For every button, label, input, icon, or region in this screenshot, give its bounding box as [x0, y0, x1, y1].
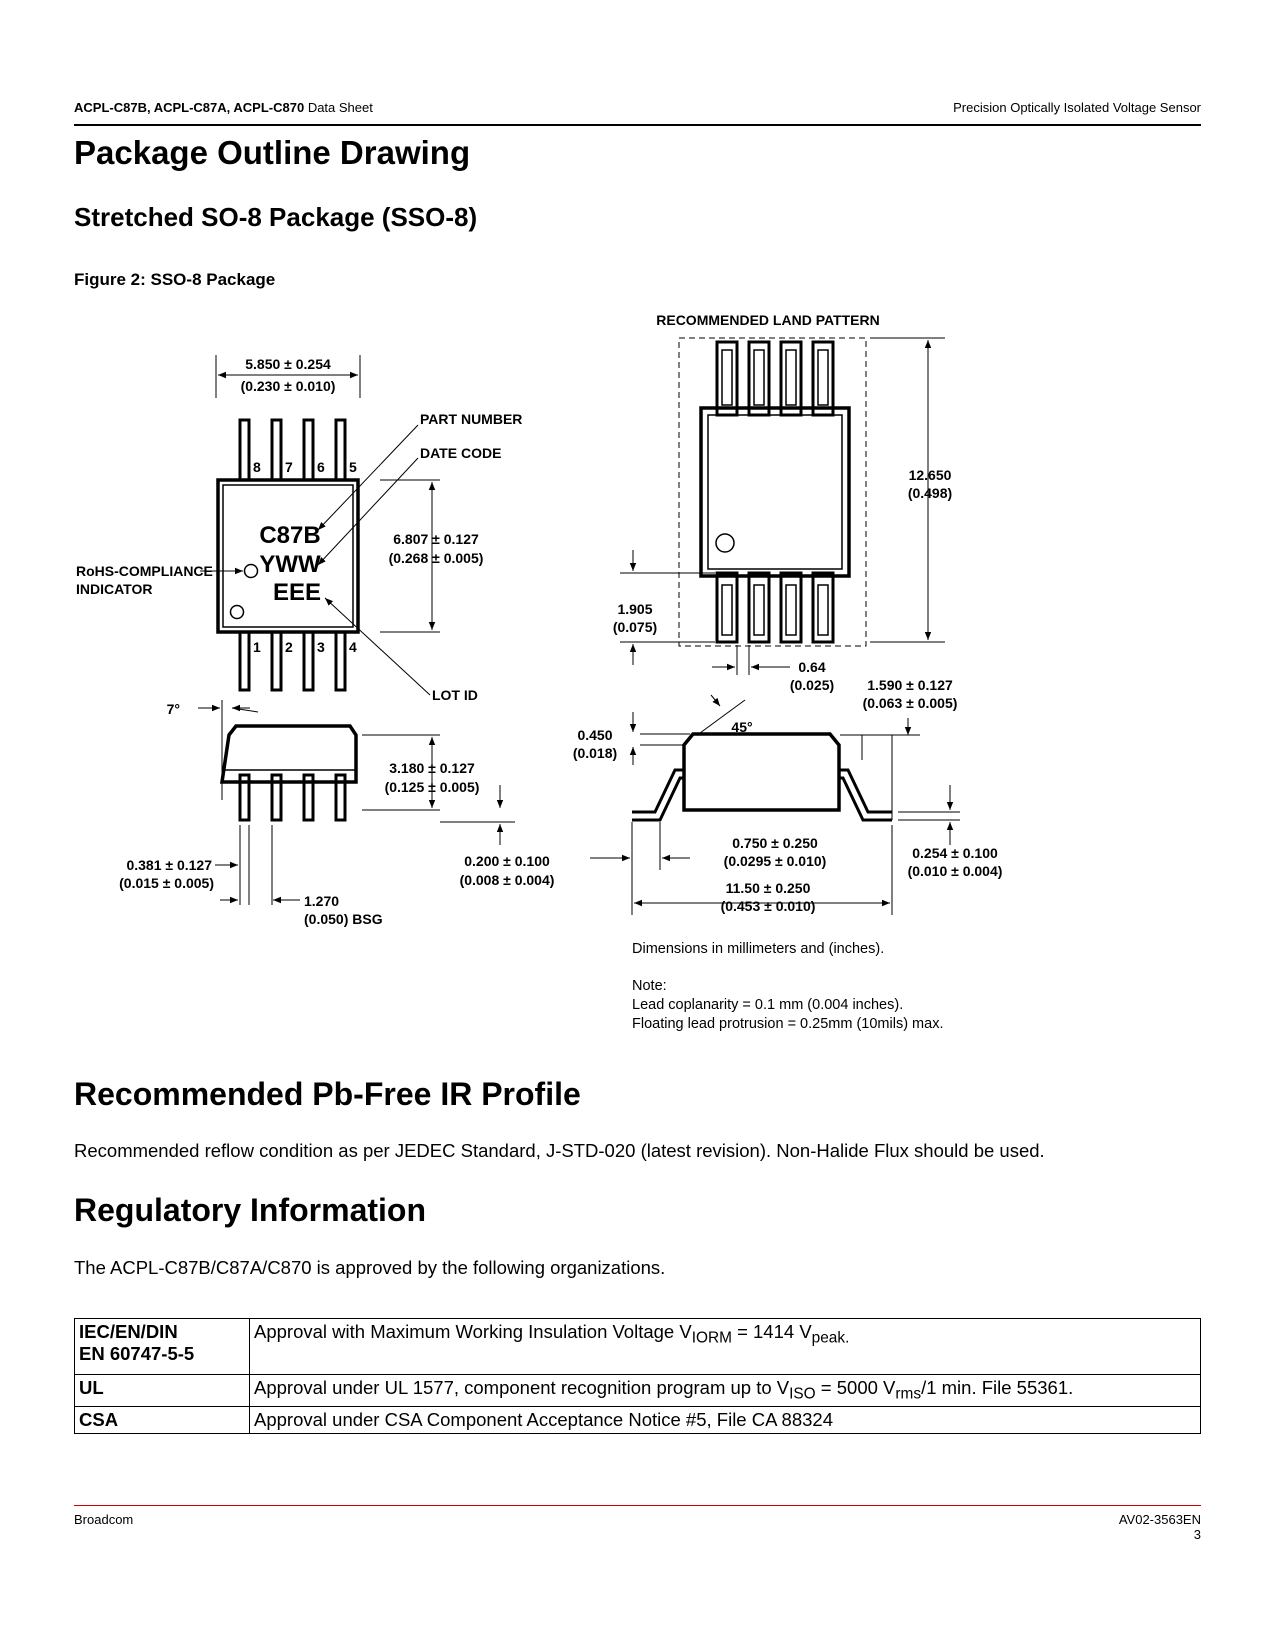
dim-height-in: (0.125 ± 0.005)	[385, 779, 480, 795]
approval-cell: Approval with Maximum Working Insulation…	[249, 1318, 1201, 1375]
regulatory-table: IEC/EN/DIN EN 60747-5-5 Approval with Ma…	[74, 1318, 1201, 1434]
dim-lead-width-in: (0.015 ± 0.005)	[119, 875, 214, 891]
subscript: ISO	[789, 1385, 816, 1403]
note-units: Dimensions in millimeters and (inches).	[632, 941, 884, 957]
dim-chamfer-in: (0.018)	[573, 745, 617, 761]
note-protrusion: Floating lead protrusion = 0.25mm (10mil…	[632, 1016, 943, 1032]
dim-thickness-mm: 0.254 ± 0.100	[912, 845, 998, 861]
marking-line-2: YWW	[259, 551, 321, 578]
land-pattern-label: RECOMMENDED LAND PATTERN	[656, 312, 879, 328]
dim-overall-mm: 11.50 ± 0.250	[726, 880, 811, 896]
marking-line-1: C87B	[259, 522, 320, 549]
regulatory-intro: The ACPL-C87B/C87A/C870 is approved by t…	[74, 1257, 666, 1278]
header-title: Precision Optically Isolated Voltage Sen…	[953, 100, 1201, 115]
header-parts: ACPL-C87B, ACPL-C87A, ACPL-C870 Data She…	[74, 100, 373, 115]
section-title-package-outline: Package Outline Drawing	[74, 134, 471, 171]
approval-text: = 5000 V	[815, 1377, 896, 1398]
pin-label-6: 6	[317, 459, 325, 475]
rohs-label-line1: RoHS-COMPLIANCE	[76, 563, 213, 579]
dim-foot-mm: 1.590 ± 0.127	[867, 677, 953, 693]
dim-pad-length-in: (0.075)	[613, 619, 657, 635]
figure-caption: Figure 2: SSO-8 Package	[74, 270, 276, 289]
approval-cell: Approval under UL 1577, component recogn…	[249, 1374, 1201, 1407]
pin-label-1: 1	[253, 639, 261, 655]
dim-standoff-in: (0.008 ± 0.004)	[460, 872, 555, 888]
dim-lead-width-mm: 0.381 ± 0.127	[126, 857, 212, 873]
dim-body-length-in: (0.268 ± 0.005)	[389, 550, 484, 566]
dim-pitch-in: (0.050) BSG	[304, 911, 383, 927]
lot-id-label: LOT ID	[432, 687, 478, 703]
subscript: IORM	[691, 1329, 732, 1347]
table-row: IEC/EN/DIN EN 60747-5-5 Approval with Ma…	[74, 1318, 1201, 1375]
org-standard: EN 60747-5-5	[79, 1343, 195, 1364]
dim-height-mm: 3.180 ± 0.127	[389, 760, 475, 776]
footer-doc-id: AV02-3563EN	[1118, 1512, 1201, 1527]
note-label: Note:	[632, 978, 667, 994]
table-row: UL Approval under UL 1577, component rec…	[74, 1374, 1201, 1407]
marking-line-3: EEE	[273, 579, 321, 606]
page-number: 3	[1193, 1527, 1201, 1542]
footer-company: Broadcom	[74, 1512, 134, 1527]
approval-text: Approval with Maximum Working Insulation…	[254, 1321, 692, 1342]
section-subtitle-sso8: Stretched SO-8 Package (SSO-8)	[74, 202, 478, 232]
dim-lead-length-mm: 0.750 ± 0.250	[732, 835, 818, 851]
org-cell: UL	[74, 1374, 250, 1407]
pin-label-8: 8	[253, 459, 261, 475]
pin-label-2: 2	[285, 639, 293, 655]
dim-pad-length-mm: 1.905	[617, 601, 652, 617]
approval-text: = 1414 V	[731, 1321, 812, 1342]
subscript: rms	[895, 1385, 922, 1403]
dim-land-total-mm: 12.650	[909, 467, 952, 483]
org-name: IEC/EN/DIN	[79, 1321, 178, 1342]
header-doc-type: Data Sheet	[307, 100, 373, 115]
header-rule	[74, 124, 1201, 126]
pin-label-4: 4	[349, 639, 357, 655]
pin-label-3: 3	[317, 639, 325, 655]
dim-angle-45: 45°	[731, 719, 752, 735]
section-title-ir-profile: Recommended Pb-Free IR Profile	[74, 1076, 581, 1112]
pin-label-5: 5	[349, 459, 357, 475]
dim-width-in: (0.230 ± 0.010)	[241, 378, 336, 394]
rohs-label-line2: INDICATOR	[76, 581, 152, 597]
dim-width-mm: 5.850 ± 0.254	[245, 356, 331, 372]
approval-text: Approval under UL 1577, component recogn…	[254, 1377, 790, 1398]
dim-chamfer-mm: 0.450	[577, 727, 612, 743]
dim-pad-width-in: (0.025)	[790, 677, 834, 693]
section-title-regulatory: Regulatory Information	[74, 1192, 427, 1228]
part-number-label: PART NUMBER	[420, 411, 522, 427]
date-code-label: DATE CODE	[420, 445, 501, 461]
dim-body-length-mm: 6.807 ± 0.127	[393, 531, 479, 547]
dim-foot-in: (0.063 ± 0.005)	[863, 695, 958, 711]
note-coplanarity: Lead coplanarity = 0.1 mm (0.004 inches)…	[632, 997, 903, 1013]
ir-profile-text: Recommended reflow condition as per JEDE…	[74, 1140, 1045, 1161]
footer-right: AV02-3563EN 3	[1119, 1512, 1201, 1542]
subscript: peak.	[811, 1329, 850, 1347]
dim-angle-7: 7°	[167, 701, 180, 717]
approval-cell: Approval under CSA Component Acceptance …	[249, 1405, 1201, 1434]
org-cell: IEC/EN/DIN EN 60747-5-5	[74, 1318, 250, 1375]
header-part-numbers: ACPL-C87B, ACPL-C87A, ACPL-C870	[74, 100, 305, 115]
dim-thickness-in: (0.010 ± 0.004)	[908, 863, 1003, 879]
approval-text: /1 min. File 55361.	[921, 1377, 1074, 1398]
dim-overall-in: (0.453 ± 0.010)	[721, 898, 816, 914]
dim-standoff-mm: 0.200 ± 0.100	[464, 853, 550, 869]
dim-land-total-in: (0.498)	[908, 485, 952, 501]
table-row: CSA Approval under CSA Component Accepta…	[74, 1405, 1201, 1434]
footer-rule	[74, 1505, 1201, 1506]
dim-pad-width-mm: 0.64	[798, 659, 825, 675]
org-cell: CSA	[74, 1405, 250, 1434]
dim-lead-length-in: (0.0295 ± 0.010)	[724, 853, 827, 869]
dim-pitch-mm: 1.270	[304, 893, 339, 909]
package-outline-drawing: RECOMMENDED LAND PATTERN 5.850 ± 0.254 (…	[76, 312, 1003, 1032]
pin-label-7: 7	[285, 459, 293, 475]
